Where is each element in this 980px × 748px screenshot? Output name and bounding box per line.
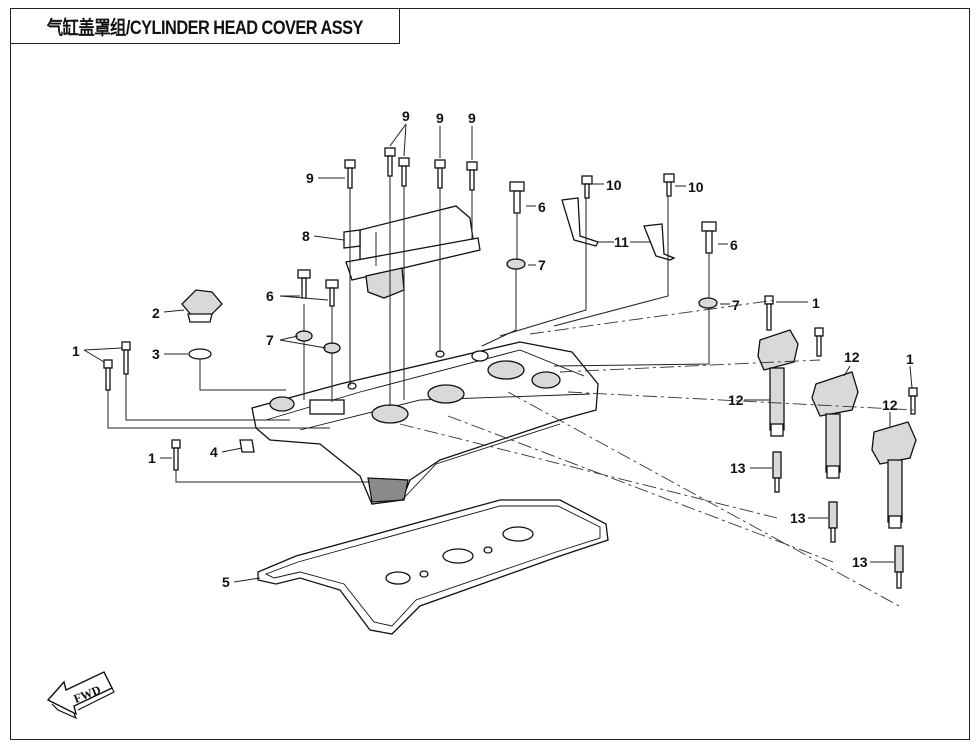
callout-1: 1 xyxy=(148,450,156,466)
callout-10: 10 xyxy=(688,179,704,195)
callout-12: 12 xyxy=(882,397,898,413)
callout-6: 6 xyxy=(266,288,274,304)
callout-2: 2 xyxy=(152,305,160,321)
callout-7: 7 xyxy=(538,257,546,273)
callout-7: 7 xyxy=(266,332,274,348)
oil-filler-cap xyxy=(181,289,223,323)
coil-brackets xyxy=(561,173,676,261)
callout-9: 9 xyxy=(436,110,444,126)
cylinder-head-cover xyxy=(239,341,599,505)
callout-9: 9 xyxy=(306,170,314,186)
callout-11: 11 xyxy=(614,234,629,250)
callout-1: 1 xyxy=(906,351,914,367)
callout-9: 9 xyxy=(402,108,410,124)
spark-plugs xyxy=(772,451,904,589)
callout-9: 9 xyxy=(468,110,476,126)
breather-chamber xyxy=(343,205,481,299)
callout-13: 13 xyxy=(852,554,868,570)
alignment-lines xyxy=(399,299,915,607)
bolts-left xyxy=(103,341,181,471)
bolts-top xyxy=(344,147,478,191)
drawing-frame xyxy=(10,8,970,740)
callout-5: 5 xyxy=(222,574,230,590)
callout-1: 1 xyxy=(812,295,820,311)
ignition-coils xyxy=(757,295,918,529)
callout-10: 10 xyxy=(606,177,622,193)
callout-7: 7 xyxy=(732,297,740,313)
callout-1: 1 xyxy=(72,343,80,359)
filler-cap-o-ring xyxy=(188,348,212,360)
callout-labels: 1 1 1 1 2 3 4 5 6 6 6 7 7 7 7 8 9 9 9 9 … xyxy=(72,108,914,590)
callout-13: 13 xyxy=(790,510,806,526)
callout-12: 12 xyxy=(728,392,744,408)
title-box: 气缸盖罩组/CYLINDER HEAD COVER ASSY xyxy=(10,8,400,44)
callout-3: 3 xyxy=(152,346,160,362)
leader-lines xyxy=(83,123,913,583)
callout-6: 6 xyxy=(730,237,738,253)
callout-13: 13 xyxy=(730,460,746,476)
callout-8: 8 xyxy=(302,228,310,244)
diagram-title: 气缸盖罩组/CYLINDER HEAD COVER ASSY xyxy=(46,17,364,39)
fwd-arrow: FWD xyxy=(46,671,115,720)
callout-12: 12 xyxy=(844,349,860,365)
head-cover-gasket xyxy=(257,499,609,635)
callout-6: 6 xyxy=(538,199,546,215)
callout-4: 4 xyxy=(210,444,218,460)
